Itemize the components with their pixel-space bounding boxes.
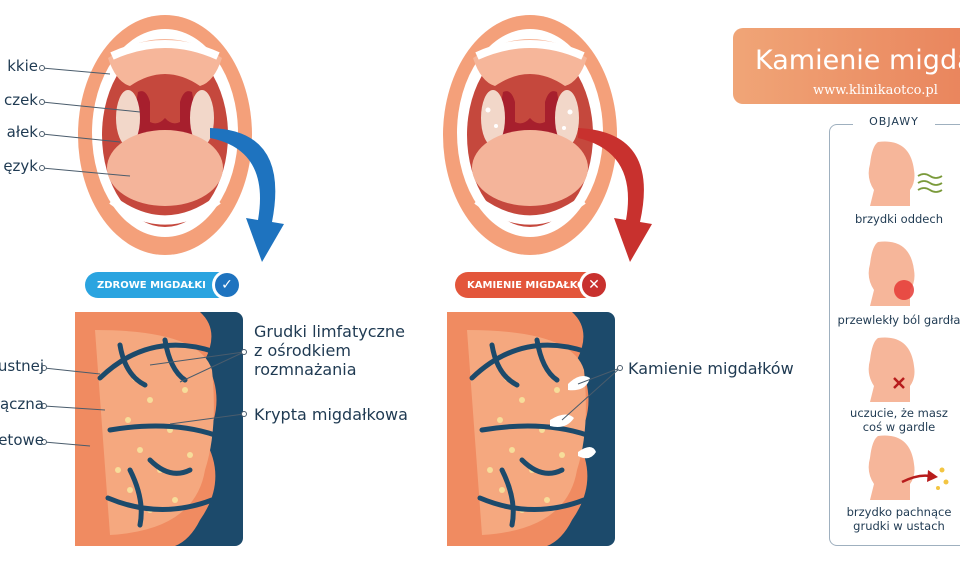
spit-arrow-icon	[901, 467, 949, 490]
symptom-heads	[868, 141, 915, 500]
stones-arrow	[578, 128, 652, 262]
label-soft-palate: kkie	[7, 57, 38, 75]
label-tonsil: ałek	[6, 123, 38, 141]
tonsil-stone-2	[550, 414, 574, 427]
symptom-foreign-body-feeling: uczucie, że masz coś w gardle	[850, 406, 948, 434]
symptoms-panel	[829, 124, 960, 546]
annotation-tonsil-crypt: Krypta migdałkowa	[254, 405, 408, 424]
symptom-chronic-sore-throat: przewlekły ból gardła	[837, 313, 960, 327]
healthy-tonsils-badge: ZDROWE MIGDAŁKI ✓	[85, 270, 242, 300]
label-tongue: ęzyk	[3, 157, 38, 175]
page-title: Kamienie migda	[755, 45, 960, 76]
symptom-foul-smelling-lumps: brzydko pachnące grudki w ustach	[846, 505, 952, 533]
healthy-mouth	[78, 15, 252, 255]
label-connective: ączna	[0, 395, 44, 413]
title-banner: Kamienie migda www.klinikaotco.pl	[733, 28, 960, 104]
annotation-lymph-follicles: Grudki limfatyczne z ośrodkiem rozmnażan…	[254, 322, 405, 379]
label-mucosa: ustnej	[0, 357, 44, 375]
site-url: www.klinikaotco.pl	[813, 83, 938, 98]
healthy-arrow	[210, 128, 284, 262]
label-vascular: etowe	[0, 431, 44, 449]
annotation-tonsil-stones: Kamienie migdałków	[628, 359, 794, 378]
stones-mouth	[443, 15, 617, 255]
check-icon: ✓	[215, 273, 239, 297]
x-mark-icon	[893, 377, 905, 389]
label-uvula: czek	[3, 91, 38, 109]
tonsil-stone-3	[578, 447, 596, 459]
symptoms-heading: OBJAWY	[853, 115, 935, 128]
stones-tissue-section	[447, 312, 615, 546]
healthy-tissue-section	[75, 312, 243, 546]
symptom-bad-breath: brzydki oddech	[854, 212, 943, 226]
tonsil-stones-badge: KAMIENIE MIGDAŁKÓW ✕	[455, 270, 609, 300]
cross-icon: ✕	[582, 273, 606, 297]
wavy-lines-icon	[917, 173, 943, 193]
